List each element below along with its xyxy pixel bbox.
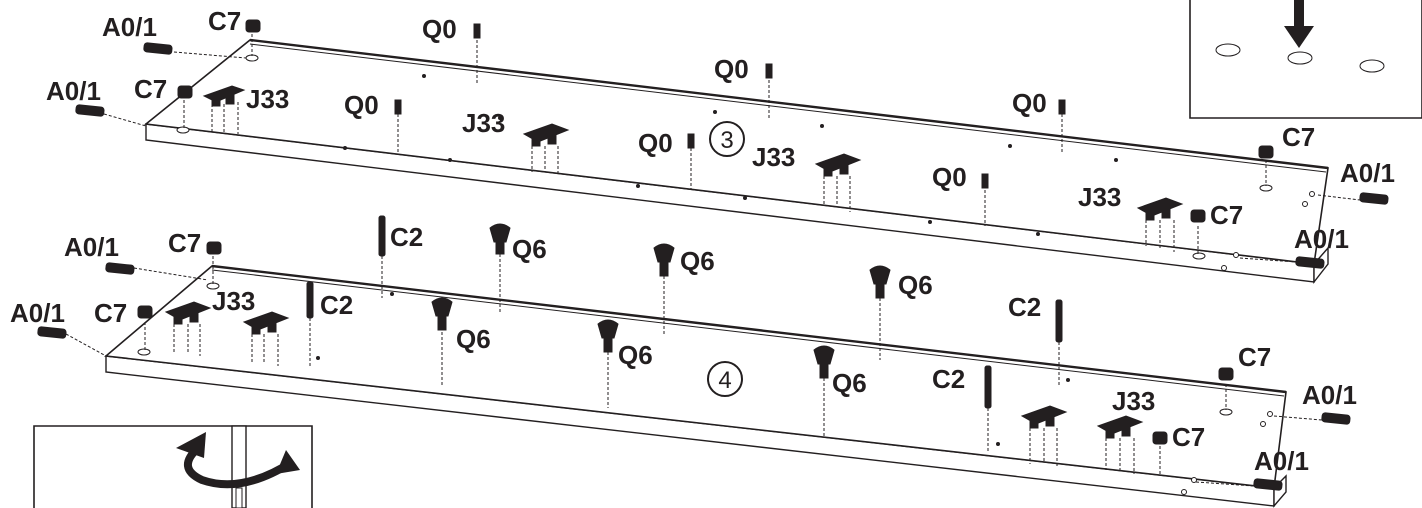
guide-lines: [65, 34, 1361, 487]
label-a01: A0/1: [64, 232, 119, 262]
label-a01: A0/1: [10, 298, 65, 328]
step-3-marker: 3: [709, 121, 745, 157]
label-q0: Q0: [714, 54, 749, 84]
label-j33: J33: [462, 108, 505, 138]
panel-4: [104, 264, 1287, 508]
label-q6: Q6: [832, 368, 867, 398]
rotate-arrow-icon: [176, 432, 300, 489]
label-a01: A0/1: [1254, 446, 1309, 476]
label-q6: Q6: [618, 340, 653, 370]
inset-rotate-detail: [33, 425, 313, 508]
label-q0: Q0: [344, 90, 379, 120]
label-a01: A0/1: [1294, 224, 1349, 254]
label-a01: A0/1: [1302, 380, 1357, 410]
label-q0: Q0: [638, 128, 673, 158]
label-c7: C7: [1238, 342, 1271, 372]
label-q0: Q0: [932, 162, 967, 192]
label-c7: C7: [208, 6, 241, 36]
label-c7: C7: [1172, 422, 1205, 452]
inset-press-detail: [1189, 0, 1422, 119]
label-a01: A0/1: [102, 12, 157, 42]
label-q6: Q6: [512, 234, 547, 264]
label-j33: J33: [212, 286, 255, 316]
label-a01: A0/1: [1340, 158, 1395, 188]
label-q6: Q6: [898, 270, 933, 300]
label-c7: C7: [168, 228, 201, 258]
label-a01: A0/1: [46, 76, 101, 106]
label-c7: C7: [1282, 122, 1315, 152]
part-labels: A0/1 A0/1 A0/1 A0/1 A0/1 A0/1 A0/1 A0/1 …: [10, 6, 1395, 476]
label-c2: C2: [390, 222, 423, 252]
label-c7: C7: [134, 74, 167, 104]
label-j33: J33: [1078, 182, 1121, 212]
label-j33: J33: [1112, 386, 1155, 416]
step-4-number: 4: [718, 367, 731, 394]
step-4-marker: 4: [707, 361, 743, 397]
label-q0: Q0: [1012, 88, 1047, 118]
label-c7: C7: [1210, 200, 1243, 230]
parts: [37, 19, 1389, 491]
label-q6: Q6: [456, 324, 491, 354]
label-j33: J33: [246, 84, 289, 114]
label-c2: C2: [1008, 292, 1041, 322]
label-j33: J33: [752, 142, 795, 172]
label-c2: C2: [320, 290, 353, 320]
step-3-number: 3: [720, 127, 733, 154]
arrow-down-icon: [1284, 0, 1314, 48]
label-c7: C7: [94, 298, 127, 328]
label-q6: Q6: [680, 246, 715, 276]
label-q0: Q0: [422, 14, 457, 44]
label-c2: C2: [932, 364, 965, 394]
